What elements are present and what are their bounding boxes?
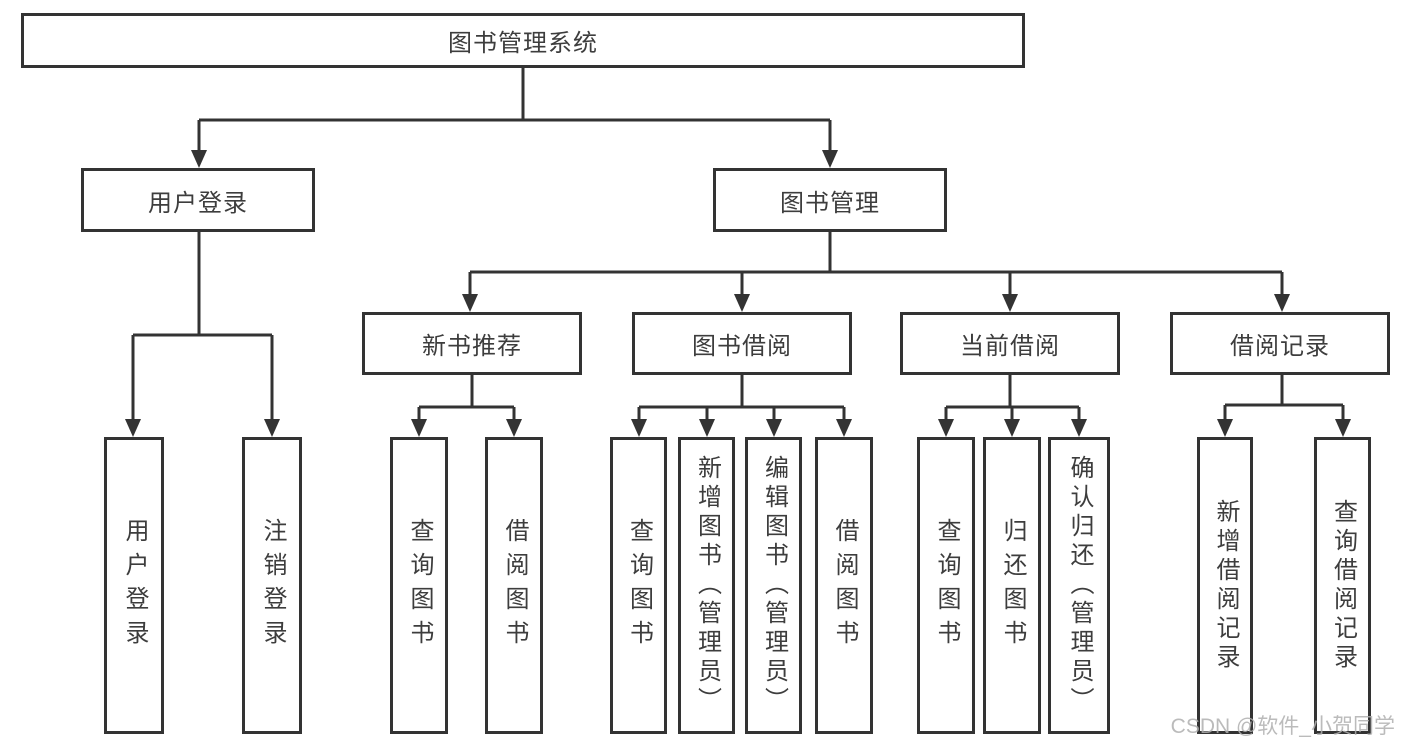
connector-new-book-to-leaves — [411, 375, 522, 437]
connector-root-to-level2 — [191, 68, 838, 168]
leaf-current-query-books: 查询图书 — [917, 437, 975, 734]
leaf-borrow-edit-books-admin: 编辑图书（管理员） — [745, 437, 802, 734]
leaf-current-return-books-label: 归还图书 — [999, 517, 1026, 654]
leaf-current-confirm-return-admin: 确认归还（管理员） — [1048, 437, 1110, 734]
connector-book-borrow-to-leaves — [631, 375, 852, 437]
leaf-current-confirm-return-admin-label: 确认归还（管理员） — [1066, 455, 1093, 716]
leaf-records-add-borrow-record: 新增借阅记录 — [1197, 437, 1253, 734]
leaf-borrow-borrow-books-label: 借阅图书 — [831, 517, 858, 654]
node-root: 图书管理系统 — [21, 13, 1025, 68]
node-book-borrow: 图书借阅 — [632, 312, 852, 375]
leaf-borrow-add-books-admin-label: 新增图书（管理员） — [693, 455, 721, 716]
leaf-current-query-books-label: 查询图书 — [933, 517, 960, 654]
node-borrow-records: 借阅记录 — [1170, 312, 1390, 375]
leaf-user-login: 用户登录 — [104, 437, 164, 734]
leaf-borrow-query-books: 查询图书 — [610, 437, 667, 734]
node-book-management: 图书管理 — [713, 168, 947, 232]
leaf-newbook-query-books: 查询图书 — [390, 437, 448, 734]
node-book-management-label: 图书管理 — [780, 189, 880, 217]
leaf-user-login-label: 用户登录 — [121, 517, 148, 654]
leaf-current-return-books: 归还图书 — [983, 437, 1041, 734]
node-root-label: 图书管理系统 — [448, 30, 598, 57]
leaf-borrow-add-books-admin: 新增图书（管理员） — [678, 437, 735, 734]
leaf-borrow-borrow-books: 借阅图书 — [815, 437, 873, 734]
leaf-logout-login: 注销登录 — [242, 437, 302, 734]
node-user-login: 用户登录 — [81, 168, 315, 232]
node-new-book-recommend: 新书推荐 — [362, 312, 582, 375]
leaf-newbook-borrow-books: 借阅图书 — [485, 437, 543, 734]
connector-current-borrow-to-leaves — [938, 375, 1087, 437]
leaf-newbook-borrow-books-label: 借阅图书 — [501, 517, 528, 654]
connector-borrow-records-to-leaves — [1217, 375, 1351, 437]
node-user-login-label: 用户登录 — [148, 189, 248, 217]
leaf-newbook-query-books-label: 查询图书 — [406, 517, 433, 654]
csdn-watermark: CSDN @软件_小贺同学 — [1170, 715, 1395, 738]
node-current-borrow: 当前借阅 — [900, 312, 1120, 375]
leaf-records-query-borrow-record-label: 查询借阅记录 — [1329, 498, 1357, 673]
connector-user-login-to-leaves — [125, 232, 280, 437]
connector-book-management-to-level3 — [462, 232, 1290, 312]
leaf-records-add-borrow-record-label: 新增借阅记录 — [1212, 498, 1239, 673]
leaf-borrow-edit-books-admin-label: 编辑图书（管理员） — [760, 455, 788, 716]
node-borrow-records-label: 借阅记录 — [1230, 333, 1330, 360]
leaf-records-query-borrow-record: 查询借阅记录 — [1314, 437, 1371, 734]
node-book-borrow-label: 图书借阅 — [692, 333, 792, 360]
leaf-logout-login-label: 注销登录 — [259, 517, 286, 654]
node-new-book-recommend-label: 新书推荐 — [422, 333, 522, 360]
leaf-borrow-query-books-label: 查询图书 — [625, 517, 653, 654]
node-current-borrow-label: 当前借阅 — [960, 333, 1060, 360]
